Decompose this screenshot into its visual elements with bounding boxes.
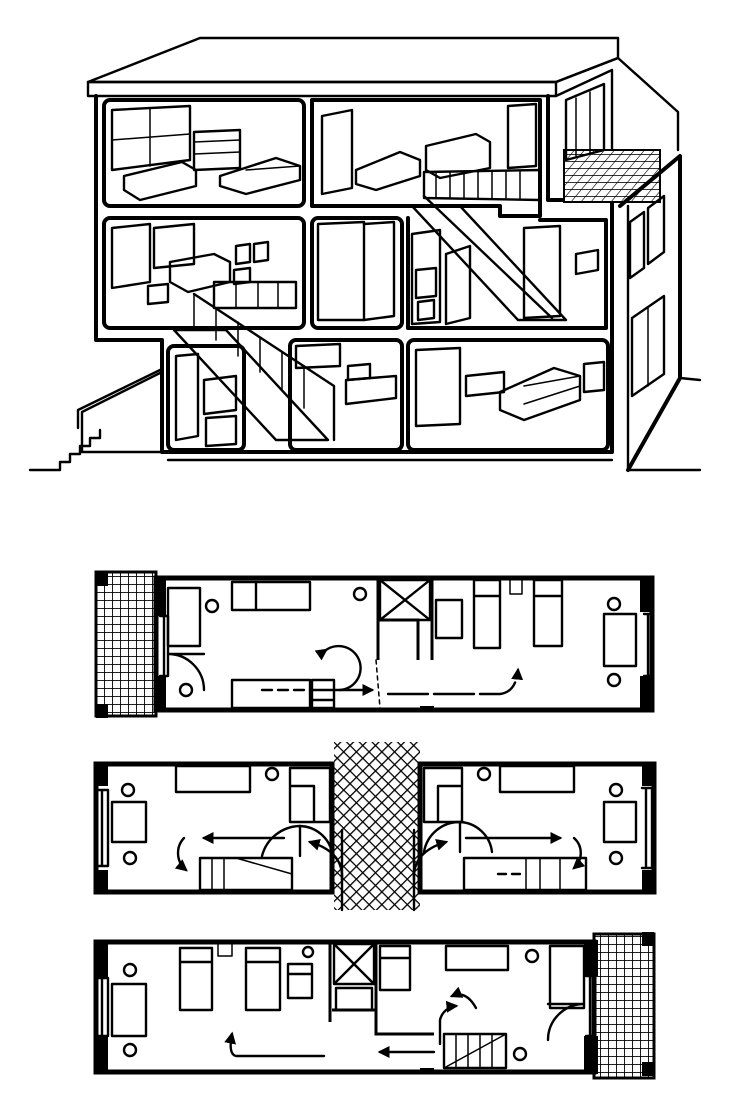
bed-icon xyxy=(472,578,502,650)
hatched-terrace-icon xyxy=(334,742,420,910)
circulation-arrow-icon xyxy=(438,1000,459,1046)
mid-center-floor xyxy=(316,220,366,322)
plan-lower-walls xyxy=(93,939,597,1075)
bed-icon xyxy=(178,946,214,1012)
cabinet-top-left xyxy=(192,128,242,172)
hatched-terrace-icon xyxy=(592,932,656,1080)
bed-low-right xyxy=(498,366,582,422)
door-swing-icon xyxy=(546,1002,586,1042)
room-low-right xyxy=(406,338,610,452)
bench-low-center xyxy=(344,374,398,406)
stair-icon xyxy=(172,292,336,442)
room-top-middle xyxy=(310,98,542,218)
door-low-right xyxy=(414,346,462,428)
bed-icon xyxy=(286,962,314,1000)
chairs-mid-left xyxy=(232,240,270,286)
door-low-left xyxy=(174,352,200,442)
counter-mid-left xyxy=(212,280,298,310)
door-swing-icon xyxy=(260,824,302,858)
roof-side xyxy=(554,56,680,152)
room-mid-left xyxy=(102,216,306,330)
landing-rail xyxy=(422,168,542,202)
circulation-arrow-icon xyxy=(224,1031,326,1058)
room-low-left xyxy=(166,344,246,452)
room-top-left xyxy=(102,98,306,208)
bed-icon xyxy=(244,946,282,1012)
plan-middle-right-walls xyxy=(417,761,657,895)
bed-icon xyxy=(434,598,464,640)
door-swing-icon xyxy=(298,824,334,854)
room-mid-center xyxy=(310,216,404,330)
door-swing-icon xyxy=(166,652,206,692)
circulation-arrow-icon xyxy=(314,644,362,692)
chest-top-middle xyxy=(424,132,492,180)
side-window-lower xyxy=(630,294,666,398)
stair-icon xyxy=(198,856,294,892)
stair-icon xyxy=(410,194,568,322)
upper-window xyxy=(564,82,606,162)
plan-upper xyxy=(94,570,655,718)
room-mid-right xyxy=(406,216,608,330)
wardrobe-top-middle xyxy=(506,102,538,170)
entry-steps xyxy=(28,428,102,472)
desk-mid-left xyxy=(168,252,232,294)
stair-icon xyxy=(310,678,336,710)
section-perspective xyxy=(28,36,702,472)
window-top-left xyxy=(110,104,192,172)
roof-fascia xyxy=(86,80,558,98)
door-swing-icon xyxy=(422,820,462,854)
stair-icon xyxy=(462,856,588,892)
bed-icon xyxy=(532,578,564,648)
door-mid-right xyxy=(410,228,442,326)
roof xyxy=(86,36,620,84)
circulation-arrow-icon xyxy=(386,667,524,696)
room-low-center xyxy=(288,338,404,452)
circulation-arrow-icon xyxy=(174,836,188,872)
wardrobe xyxy=(166,586,202,648)
side-wall xyxy=(618,154,682,472)
bed-top-left xyxy=(218,156,302,196)
plan-lower xyxy=(93,932,656,1080)
stair-icon xyxy=(442,1032,508,1070)
door-top-middle xyxy=(320,108,354,196)
section-outline xyxy=(94,94,614,454)
sofa-top-left xyxy=(122,160,198,202)
window-mid-left xyxy=(110,222,152,290)
bench-top-middle xyxy=(354,150,422,192)
hatched-terrace-icon xyxy=(94,570,158,718)
side-windows-upper xyxy=(628,194,666,280)
entry-terrace xyxy=(80,370,164,454)
door-mid-right-2 xyxy=(522,224,562,320)
plan-middle-left-walls xyxy=(93,761,335,895)
plan-middle xyxy=(93,742,657,912)
balcony-floor xyxy=(563,149,661,203)
